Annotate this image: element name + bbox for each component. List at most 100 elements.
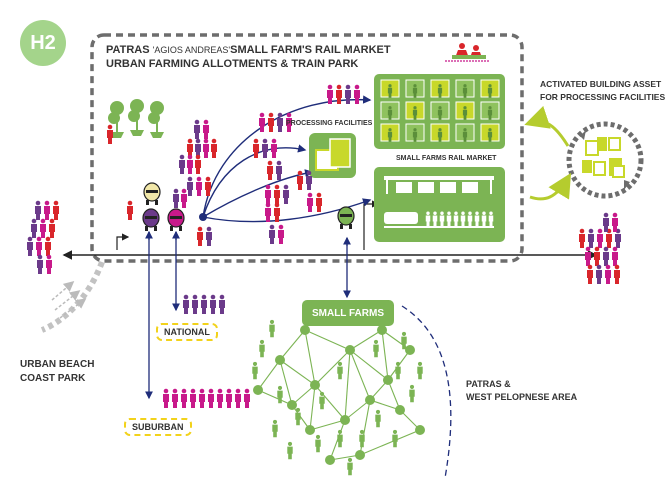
market-person-icon (432, 211, 438, 226)
person-icon (203, 138, 209, 158)
person-icon (107, 124, 113, 144)
national-tag: NATIONAL (156, 323, 218, 341)
farmer-icon (412, 106, 418, 120)
farm-node (415, 425, 425, 435)
title-prefix: PATRAS (106, 44, 150, 56)
farmer-icon (319, 391, 325, 410)
market-person-icon (474, 211, 480, 226)
activated-building-cycle (566, 121, 644, 199)
tree-icon (108, 101, 124, 138)
allotments-block (374, 74, 505, 149)
farmer-icon (287, 441, 293, 460)
farm-node (355, 450, 365, 460)
cycle-arrow-top (524, 105, 570, 147)
farmer-icon (487, 128, 493, 142)
person-icon (195, 138, 201, 158)
person-icon (605, 264, 611, 284)
person-icon (262, 138, 268, 158)
robot-green-icon (337, 206, 355, 229)
farmer-icon (295, 407, 301, 426)
person-icon (271, 138, 277, 158)
tree-icon (128, 99, 144, 136)
farm-logo-icon (445, 43, 490, 62)
small-farms-label: SMALL FARMS (302, 300, 394, 326)
farmer-icon (462, 106, 468, 120)
farmer-icon (437, 106, 443, 120)
suburban-person-icon (208, 388, 214, 408)
robot-yellow-icon (143, 182, 161, 205)
farmer-icon (387, 84, 393, 98)
person-icon (587, 264, 593, 284)
suburban-tag: SUBURBAN (124, 418, 192, 436)
title-main: SMALL FARM'S RAIL MARKET (230, 44, 391, 56)
person-icon (612, 246, 618, 266)
person-icon (274, 184, 280, 204)
person-icon (40, 218, 46, 238)
farm-node (310, 380, 320, 390)
flow-to-processing (202, 144, 307, 218)
suburban-person-icon (244, 388, 250, 408)
person-icon (45, 236, 51, 256)
person-icon (585, 246, 591, 266)
national-person-icon (201, 294, 207, 314)
farm-node (365, 395, 375, 405)
title-line-2: URBAN FARMING ALLOTMENTS & TRAIN PARK (106, 58, 359, 70)
farmer-icon (373, 339, 379, 358)
urban-beach-label-1: URBAN BEACH (20, 359, 95, 370)
farm-node (345, 345, 355, 355)
person-icon (187, 138, 193, 158)
market-person-icon (446, 211, 452, 226)
suburban-person-icon (172, 388, 178, 408)
farm-node (300, 325, 310, 335)
person-icon (179, 154, 185, 174)
national-person-icon (219, 294, 225, 314)
person-icon (297, 170, 303, 190)
processing-facility-icon (309, 133, 356, 178)
farmer-icon (269, 319, 275, 338)
person-icon (354, 84, 360, 104)
person-icon (307, 192, 313, 212)
person-icon (53, 200, 59, 220)
farmer-icon (401, 331, 407, 350)
market-robots (142, 182, 355, 231)
person-icon (44, 200, 50, 220)
farm-node (305, 425, 315, 435)
farmer-icon (375, 409, 381, 428)
farmer-icon (409, 384, 415, 403)
processing-label: PROCESSING FACILITIES (286, 120, 373, 127)
person-icon (46, 254, 52, 274)
farmer-icon (412, 128, 418, 142)
farmer-icon (337, 429, 343, 448)
title-quote: 'AGIOS ANDREAS' (152, 45, 231, 55)
suburban-person-icon (163, 388, 169, 408)
farmer-icon (337, 361, 343, 380)
farmer-icon (387, 106, 393, 120)
farmer-icon (437, 128, 443, 142)
farmer-icon (272, 419, 278, 438)
person-icon (195, 154, 201, 174)
person-icon (327, 84, 333, 104)
farmer-icon (395, 361, 401, 380)
farmer-icon (417, 361, 423, 380)
person-icon (336, 84, 342, 104)
people-group (27, 84, 621, 408)
person-icon (173, 188, 179, 208)
farm-node (405, 345, 415, 355)
national-person-icon (192, 294, 198, 314)
person-icon (37, 254, 43, 274)
farm-node (275, 355, 285, 365)
farmer-icon (392, 429, 398, 448)
activated-label-2: FOR PROCESSING FACILITIES (540, 92, 665, 102)
farmer-icon (487, 106, 493, 120)
urban-beach-label-2: COAST PARK (20, 373, 86, 384)
market-person-icon (425, 211, 431, 226)
farmer-icon (387, 128, 393, 142)
trees-group (108, 99, 164, 138)
farmer-icon (277, 385, 283, 404)
person-icon (36, 236, 42, 256)
farmer-icon (462, 84, 468, 98)
person-icon (345, 84, 351, 104)
farmer-icon (412, 84, 418, 98)
farm-node (253, 385, 263, 395)
